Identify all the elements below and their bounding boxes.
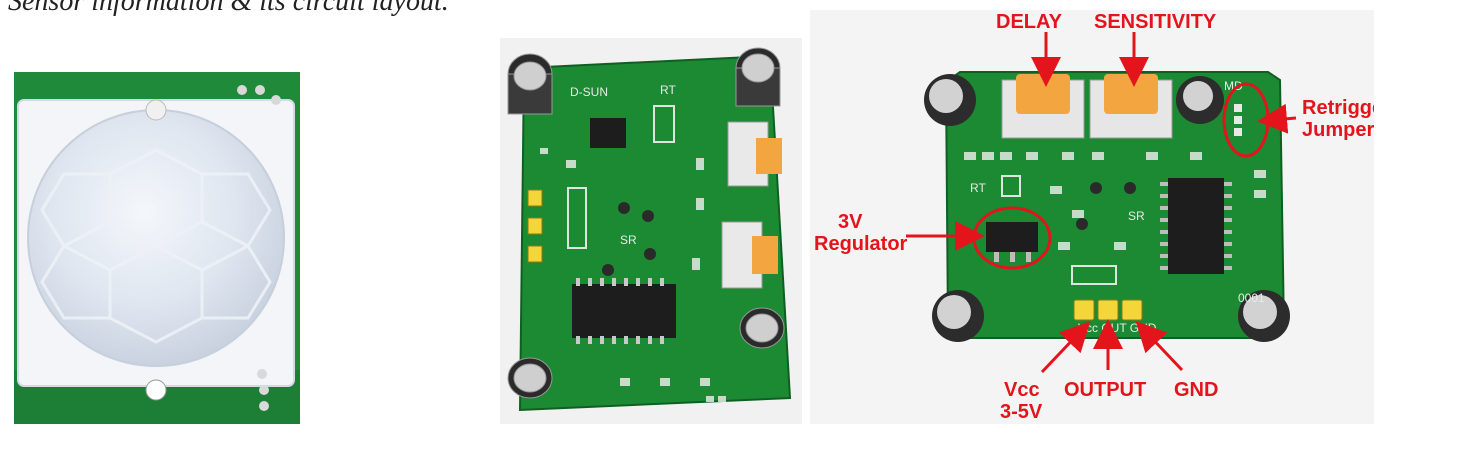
sensitivity-label: SENSITIVITY [1094,11,1217,33]
delay-potentiometer [1001,74,1085,139]
retrigger-label-2: Jumper [1302,119,1374,141]
retrigger-label-1: Retrigger [1302,97,1374,119]
vcc-label-1: Vcc [1004,379,1040,401]
vcc-label-2: 3-5V [1000,401,1043,423]
capacitor-group [924,74,1290,342]
silk-pins-3: Vcc OUT GND [1078,321,1157,335]
gnd-label: GND [1174,379,1218,401]
pcb-annotated-photo: RT SR 0001 MD Vcc OUT GND [810,10,1374,424]
silk-sr: SR [620,233,637,247]
silk-rt: RT [660,83,676,97]
delay-label: DELAY [996,11,1063,33]
header-pins [1073,299,1143,321]
silk-sr-3: SR [1128,209,1145,223]
regulator-chip [986,222,1038,252]
regulator-label-2: Regulator [814,233,908,255]
pir-dome-photo [12,70,302,426]
silk-rt-3: RT [970,181,986,195]
regulator-label-1: 3V [838,211,863,233]
main-ic [1168,178,1224,274]
sensitivity-potentiometer [1089,74,1173,139]
silk-md-3: MD [1224,79,1243,93]
pcb-angled-photo: D-SUN RT SR [500,38,802,424]
output-label: OUTPUT [1064,379,1146,401]
silk-code-3: 0001 [1238,291,1265,305]
silk-brand: D-SUN [570,85,608,99]
top-caption: Sensor information & its circuit layout. [8,0,449,17]
